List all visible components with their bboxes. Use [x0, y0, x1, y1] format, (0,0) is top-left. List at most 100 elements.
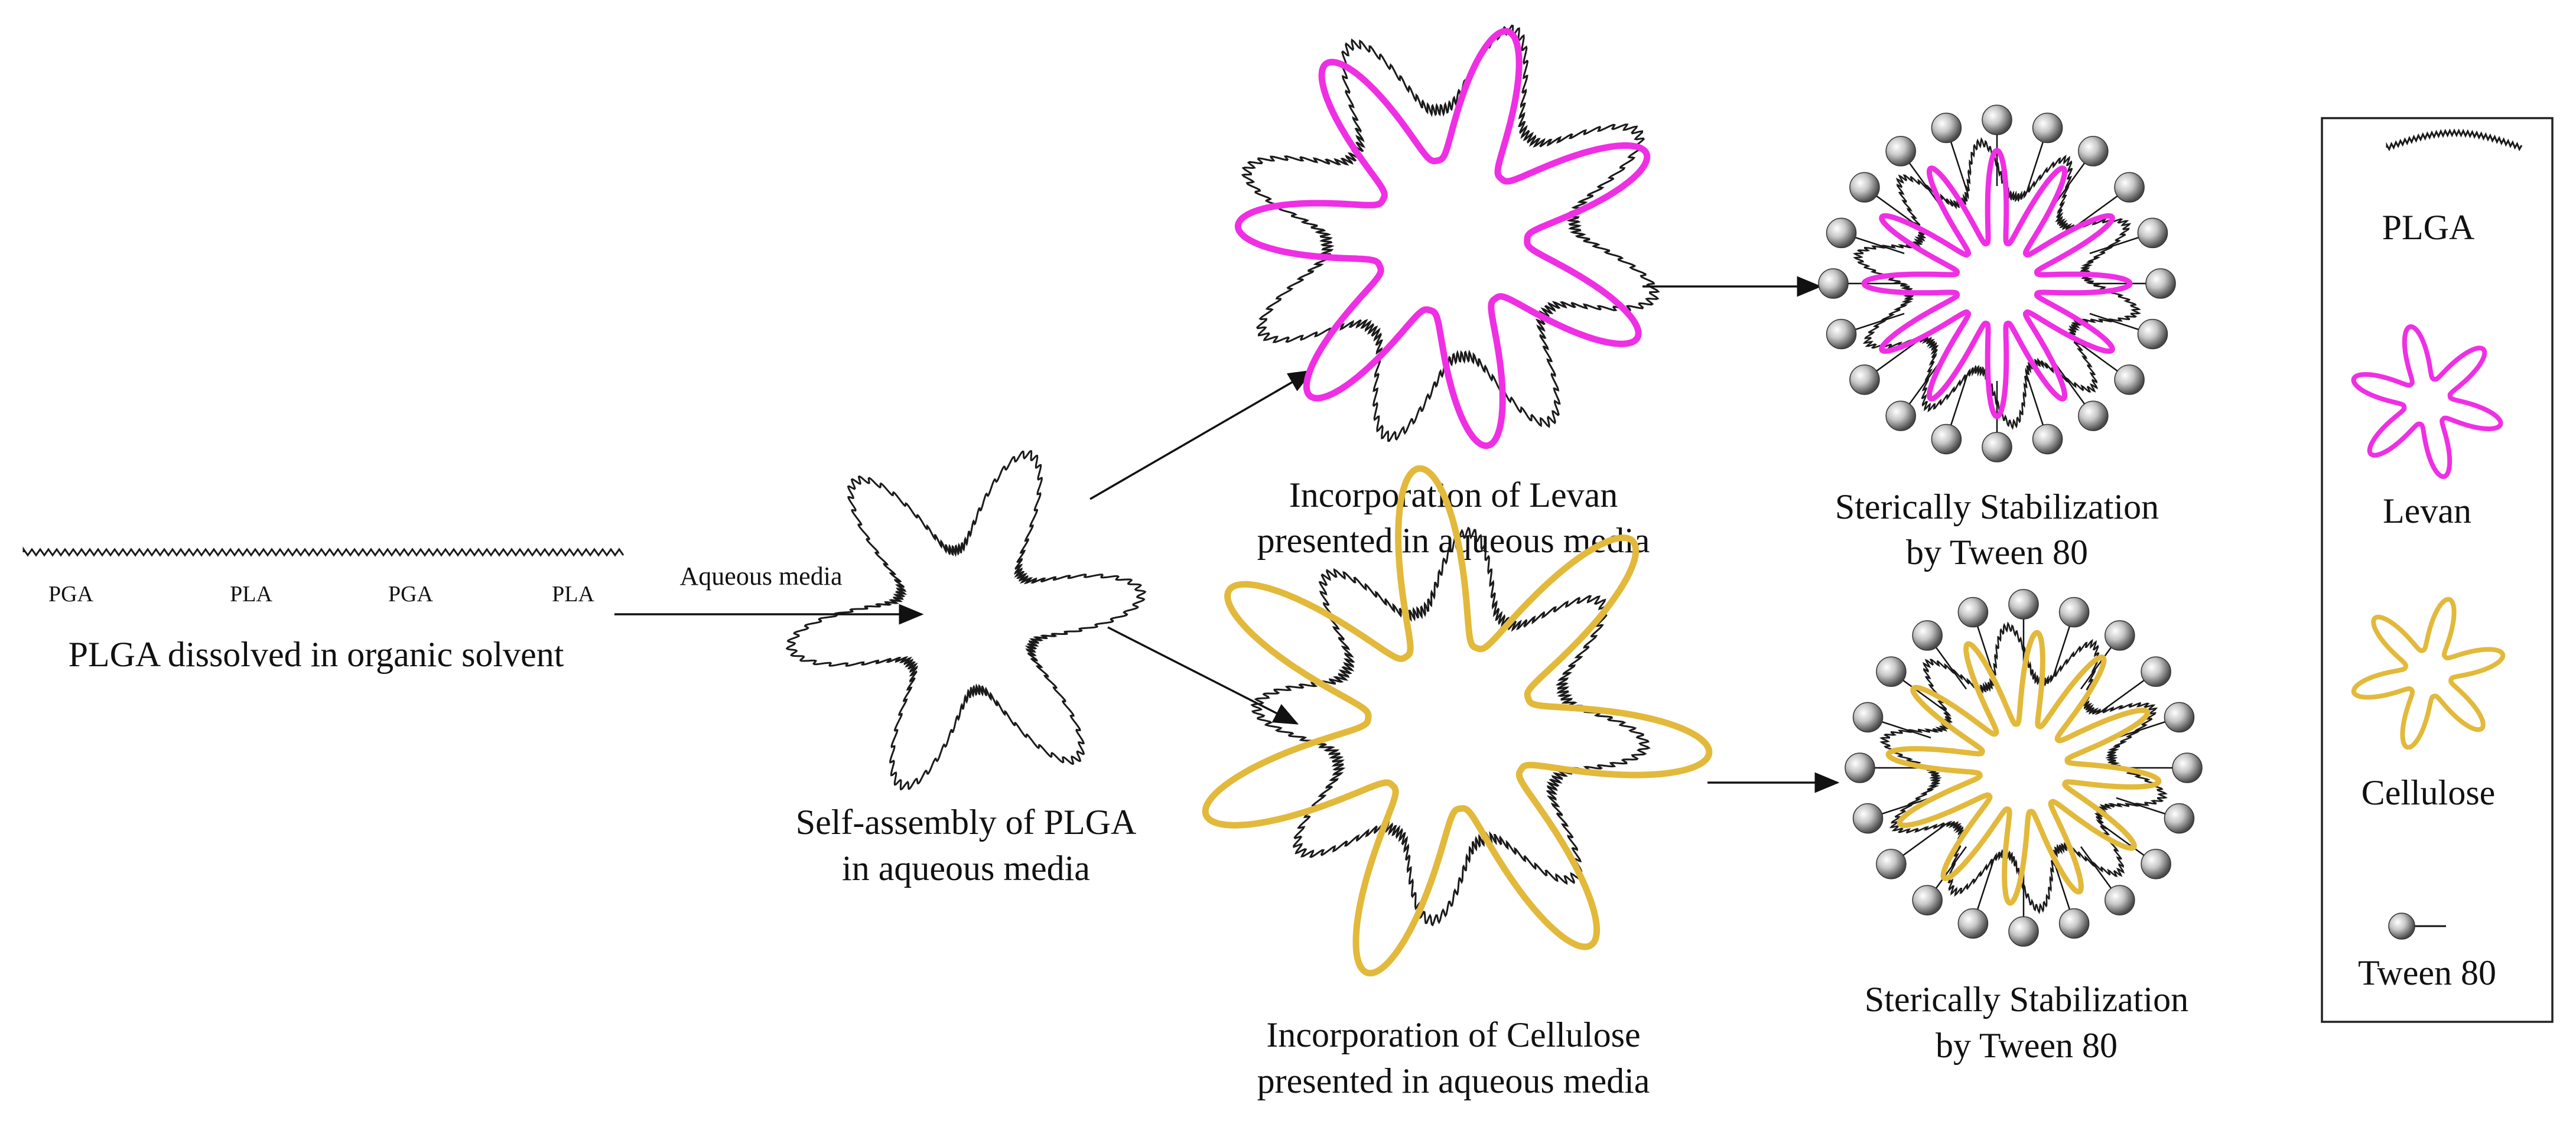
stabilization-bottom-caption-line-1: Sterically Stabilization	[1865, 980, 2188, 1019]
tween-head	[1957, 908, 1989, 939]
tween-head	[2078, 400, 2109, 431]
chain-segment-pga-2: PGA	[388, 582, 434, 607]
tween-head	[1931, 423, 1962, 455]
cellulose-caption-line-1: Incorporation of Cellulose	[1266, 1015, 1640, 1054]
tween-tail	[1908, 161, 1941, 206]
legend-label-plga: PLGA	[2382, 208, 2475, 247]
tween-head	[1845, 752, 1875, 783]
tween-head	[2172, 752, 2203, 783]
tween-head	[2032, 112, 2063, 144]
tween-head	[1826, 318, 1857, 350]
chain-caption: PLGA dissolved in organic solvent	[69, 635, 564, 674]
cellulose-caption-line-2: presented in aqueous media	[1257, 1061, 1650, 1100]
tween-tail	[1853, 312, 1905, 331]
tween-head	[1885, 136, 1916, 167]
tween-tail	[2080, 645, 2113, 690]
tween-tail	[1880, 797, 1931, 815]
tween-tail	[1880, 721, 1931, 739]
tween-head	[2145, 268, 2176, 299]
stabilized-levan-particle: Sterically Stabilization by Tween 80	[1818, 105, 2176, 572]
tween-tail	[1976, 624, 1995, 676]
tween-tail	[2053, 860, 2071, 911]
legend: PLGA Levan Cellulose Tween 80	[2321, 117, 2554, 1023]
tween-head	[1931, 112, 1962, 144]
legend-label-cellulose: Cellulose	[2362, 773, 2496, 812]
tween-tail	[1950, 376, 1968, 427]
tween-head	[2032, 423, 2063, 455]
stabilization-top-caption-line-1: Sterically Stabilization	[1835, 487, 2159, 526]
tween-tail	[1901, 679, 1946, 712]
cellulose-star	[1202, 465, 1713, 977]
tween-head	[1826, 217, 1857, 249]
tween-head	[1885, 400, 1916, 431]
tween-tail	[2075, 340, 2120, 373]
tween-tail	[2089, 312, 2141, 331]
self-assembly-structure: Self-assembly of PLGA in aqueous media	[785, 450, 1147, 888]
tween-head	[2114, 364, 2145, 395]
stabilized-top-plga	[1852, 137, 2142, 430]
tween-tail	[1908, 361, 1941, 406]
tween-tail	[2080, 846, 2113, 891]
tween-tail	[2053, 361, 2086, 406]
tween-tail	[1874, 194, 1919, 227]
tween-shell-bottom	[1845, 589, 2203, 947]
tween-tail	[2026, 376, 2044, 427]
tween-shell-top	[1818, 105, 2176, 462]
chain-segment-pla-1: PLA	[230, 582, 272, 607]
levan-plga-squiggle-star	[1241, 24, 1660, 442]
legend-label-tween: Tween 80	[2358, 953, 2496, 992]
levan-star	[1234, 28, 1651, 449]
tween-tail	[1853, 236, 1905, 255]
plga-chain-line	[22, 546, 625, 557]
arrow-label: Aqueous media	[680, 562, 843, 591]
aqueous-media-arrow: Aqueous media	[614, 562, 924, 625]
tween-tail	[1934, 846, 1967, 891]
tween-head	[2008, 916, 2039, 947]
tween-tail	[2116, 797, 2167, 815]
legend-box	[2321, 117, 2554, 1023]
tween-tail	[1874, 340, 1919, 373]
tween-head	[1982, 105, 2012, 135]
self-assembly-caption-line-2: in aqueous media	[842, 849, 1090, 888]
tween-tail	[2102, 824, 2146, 857]
tween-head	[2137, 318, 2168, 350]
tween-head	[1912, 620, 1943, 651]
tween-head	[1912, 885, 1943, 916]
tween-head	[1849, 172, 1880, 203]
legend-label-levan: Levan	[2383, 491, 2471, 530]
chain-segment-pga-1: PGA	[48, 582, 94, 607]
self-assembly-caption-line-1: Self-assembly of PLGA	[796, 803, 1137, 842]
cellulose-incorporation: Incorporation of Cellulose presented in …	[1202, 465, 1713, 1100]
tween-tail	[2089, 236, 2141, 255]
stabilization-top-caption-line-2: by Tween 80	[1906, 533, 2088, 572]
tween-head	[2141, 849, 2171, 879]
levan-caption-line-1: Incorporation of Levan	[1289, 475, 1618, 514]
tween-tail	[2053, 624, 2071, 676]
tween-tail	[2102, 679, 2146, 712]
arrow-to-cellulose	[1107, 626, 1299, 725]
tween-ball-icon	[2388, 913, 2446, 940]
cellulose-star-icon	[2351, 597, 2506, 750]
tween-head	[1852, 803, 1884, 834]
stabilized-cellulose-particle: Sterically Stabilization by Tween 80	[1845, 589, 2203, 1065]
tween-head	[2058, 597, 2090, 628]
tween-tail	[2026, 140, 2044, 191]
tween-tail	[2053, 161, 2086, 206]
tween-tail	[1976, 860, 1995, 911]
levan-star-icon	[2351, 324, 2503, 479]
plga-self-assembly-star	[785, 450, 1147, 790]
tween-tail	[1950, 140, 1968, 191]
tween-head	[2078, 136, 2109, 167]
tween-head	[2137, 217, 2168, 249]
tween-tail	[2116, 721, 2167, 739]
tween-head	[2058, 908, 2090, 939]
stabilized-top-levan-star	[1861, 148, 2133, 419]
tween-head	[2164, 803, 2195, 834]
tween-head	[1852, 702, 1884, 733]
tween-head	[2141, 656, 2171, 687]
cellulose-plga-squiggle-star	[1250, 526, 1651, 927]
tween-head	[1876, 849, 1907, 879]
tween-head	[2105, 885, 2135, 916]
tween-head	[2008, 589, 2039, 620]
tween-head	[2114, 172, 2145, 203]
